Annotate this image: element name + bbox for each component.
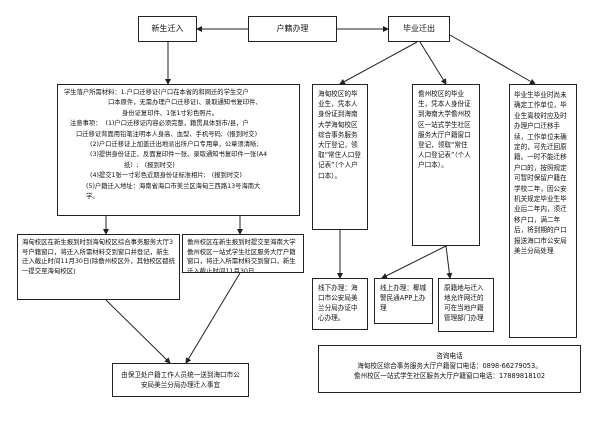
arrow-danzhou-grad-to-online: [381, 245, 447, 279]
contact-danzhou-phone: 儋州校区一站式学生社区服务大厅户籍窗口电话：17889818102: [353, 372, 546, 380]
arrow-grad-to-undecided: [449, 34, 536, 85]
graduate-node: 毕业迁出: [388, 16, 450, 42]
arrow-haidian-to-security: [105, 299, 171, 364]
materials-line: (3)提供身份证正、反面复印件一张、录取通知书复印件一张(A4: [90, 151, 268, 159]
online-text: 线上办理：椰城警民通APP上办理: [380, 284, 427, 312]
contact-node: 咨询电话 海甸校区综合事务服务大厅户籍窗口电话：0898-66279053。 儋…: [318, 345, 581, 393]
materials-line: (2)户口迁移证上加盖迁出地派出所户口专用章，公章须清晰;: [90, 141, 259, 149]
hukou-label: 户籍办理: [276, 24, 309, 33]
undecided-text: 毕业生毕业时尚未确定工作单位，毕业生离校时应及时办理户口迁移手续，工作单位未确定…: [514, 91, 567, 256]
danzhou-new-text: 儋州校区在新生报到时提交至海南大学儋州校区一站式学生社区服务大厅户籍窗口，将迁入…: [187, 238, 296, 273]
origin-text: 原籍地与迁入地允许网迁的可在当地户籍管理部门办理: [444, 284, 484, 322]
contact-haidian-phone: 海甸校区综合事务服务大厅户籍窗口电话：0898-66279053。: [357, 362, 542, 370]
materials-line: 纸）; (报到时交): [124, 161, 175, 169]
haidian-new-text: 海甸校区在新生报到时到海甸校区综合事务服务大厅3号户籍窗口，将迁入所需材料交到窗…: [22, 238, 175, 275]
haidian-grad-text: 海甸校区的毕业生，凭本人身份证到海南大学海甸校区综合事务服务大厅登记，领取“常住…: [318, 90, 361, 180]
danzhou-grad-text: 儋州校区的毕业生，凭本人身份证到海南大学儋州校区一站式学生社区服务大厅户籍窗口登…: [418, 90, 471, 170]
materials-line: 注意事项： (1)户口迁移证内容必须完整，籍贯具体到市/县，户: [70, 120, 249, 128]
hukou-node: 户籍办理: [248, 16, 337, 42]
materials-line: 口本原件，无需办理户口迁移证)、录取通知书复印件、: [108, 99, 262, 107]
security-text: 由保卫处户籍工作人员统一送到海口市公安局美兰分局办理迁入事宜: [121, 371, 240, 389]
online-node: 线上办理：椰城警民通APP上办理: [374, 278, 433, 324]
materials-node: 学生落户所需材料：1.户口迁移证(户口在本省的和网迁的学生交户 口本原件，无需办…: [57, 84, 300, 216]
arrow-grad-to-haidian: [339, 41, 418, 85]
new-student-node: 新生迁入: [138, 16, 197, 42]
materials-line: (5)户籍迁入地址：海南省海口市美兰区海甸三西路13号海南大: [86, 182, 261, 190]
materials-line: 学。: [86, 193, 99, 201]
haidian-grad-node: 海甸校区的毕业生，凭本人身份证到海南大学海甸校区综合事务服务大厅登记，领取“常住…: [312, 84, 368, 230]
materials-line: 口迁移证背面用铅笔注明本人身高、血型、手机号码; (报到时交): [76, 130, 258, 138]
danzhou-grad-node: 儋州校区的毕业生，凭本人身份证到海南大学儋州校区一站式学生社区服务大厅户籍窗口登…: [412, 84, 480, 246]
new-student-label: 新生迁入: [151, 24, 184, 33]
materials-line: 学生落户所需材料：1.户口迁移证(户口在本省的和网迁的学生交户: [64, 89, 249, 96]
contact-title: 咨询电话: [436, 352, 463, 360]
arrow-grad-to-danzhou: [419, 41, 447, 85]
origin-node: 原籍地与迁入地允许网迁的可在当地户籍管理部门办理: [438, 278, 494, 332]
haidian-new-node: 海甸校区在新生报到时到海甸校区综合事务服务大厅3号户籍窗口，将迁入所需材料交到窗…: [17, 234, 180, 300]
offline-node: 线下办理：海口市公安局美兰分局办证中心办理。: [312, 278, 368, 330]
offline-text: 线下办理：海口市公安局美兰分局办证中心办理。: [318, 284, 358, 322]
materials-line: 身份证复印件、1张1寸彩色照片。: [122, 109, 219, 117]
security-node: 由保卫处户籍工作人员统一送到海口市公安局美兰分局办理迁入事宜: [112, 363, 249, 397]
graduate-label: 毕业迁出: [403, 24, 435, 33]
undecided-node: 毕业生毕业时尚未确定工作单位，毕业生离校时应及时办理户口迁移手续，工作单位未确定…: [509, 84, 577, 338]
materials-line: (4)提交1张一寸彩色近期身份证标准相片; (报到时交): [90, 172, 242, 180]
arrow-danzhou-grad-to-origin: [445, 245, 453, 279]
arrow-danzhou-to-security: [185, 272, 241, 364]
danzhou-new-node: 儋州校区在新生报到时提交至海南大学儋州校区一站式学生社区服务大厅户籍窗口，将迁入…: [182, 234, 304, 273]
